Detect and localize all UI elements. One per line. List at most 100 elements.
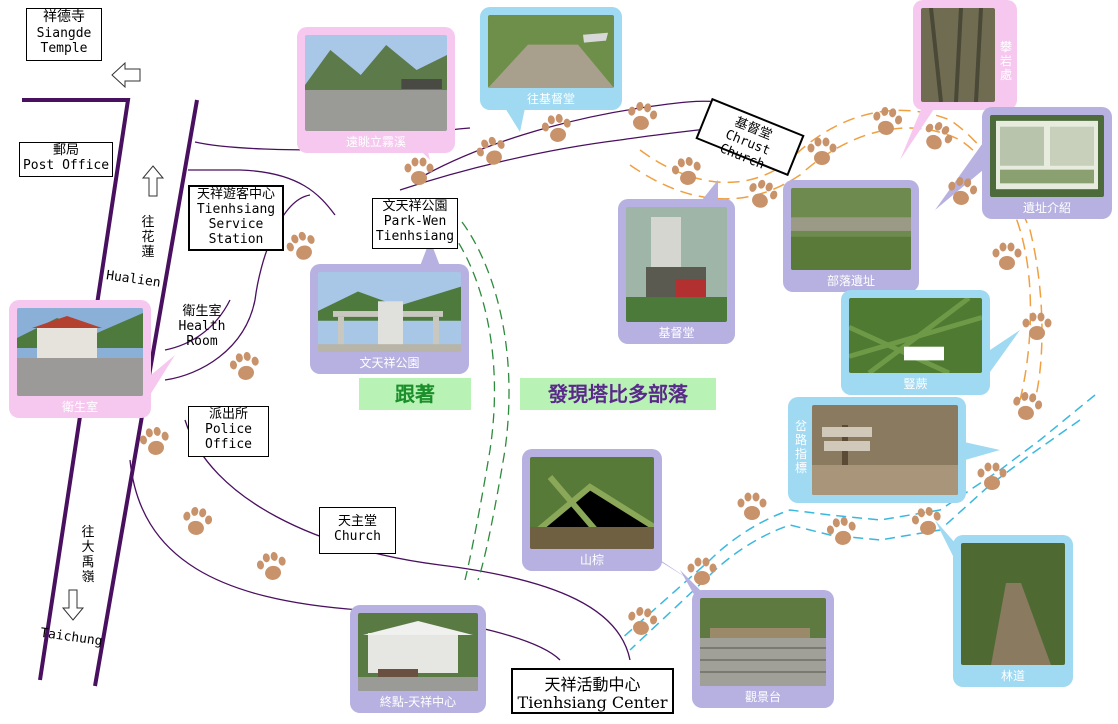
church-en: Church	[334, 529, 381, 544]
service-station-en1: Tienhsiang	[196, 202, 276, 217]
road-park-mid	[399, 124, 741, 191]
callout-p2	[505, 108, 525, 132]
photo-signpost	[812, 405, 958, 495]
callout-p10	[955, 440, 1000, 460]
photo-card-palm: 山棕	[522, 449, 662, 571]
road-health-link	[164, 299, 231, 351]
church-zh: 天主堂	[337, 514, 377, 529]
main-road-west	[22, 98, 131, 681]
photo-card-endpoint: 終點-天祥中心	[350, 605, 486, 713]
paw-print-icon	[470, 130, 514, 174]
label-church: 天主堂 Church	[319, 507, 396, 554]
paw-print-icon	[280, 225, 324, 269]
photo-caption-p13: 觀景台	[744, 690, 781, 704]
paw-print-icon	[622, 602, 661, 641]
photo-caption-p7: 文天祥公園	[359, 356, 420, 370]
center-en: Tienhsiang Center	[517, 693, 668, 712]
photo-card-forest-road: 林道	[953, 535, 1073, 687]
road-lower-curve	[129, 459, 561, 661]
label-service-station: 天祥遊客中心 Tienhsiang Service Station	[188, 185, 284, 251]
photo-caption-p12: 林道	[1000, 669, 1025, 683]
direction-taichung-zh: 往大禹嶺	[81, 525, 95, 585]
paw-print-icon	[914, 114, 960, 160]
photo-card-park: 文天祥公園	[310, 264, 469, 374]
park-en2: Tienhsiang	[375, 229, 455, 244]
paw-print-icon	[252, 547, 291, 586]
label-health-room: 衛生室 Health Room	[174, 304, 230, 352]
road-ring-upper	[188, 169, 336, 216]
paw-print-icon	[1020, 310, 1054, 344]
photo-card-christ-church: 基督堂	[618, 199, 735, 344]
arrow-down-icon	[61, 589, 85, 621]
photo-fern	[849, 298, 982, 373]
label-police-office: 派出所 Police Office	[188, 406, 269, 457]
paw-print-icon	[822, 512, 861, 551]
paw-print-icon	[1007, 387, 1046, 426]
arrow-left-icon	[111, 61, 141, 89]
photo-church-building	[626, 207, 727, 322]
siangde-en1: Siangde	[36, 26, 92, 41]
callout-p5	[698, 180, 718, 205]
police-zh: 派出所	[208, 407, 248, 422]
service-station-zh: 天祥遊客中心	[196, 187, 275, 202]
photo-health-building	[17, 308, 143, 396]
photo-card-fork-sign: 岔路指標	[788, 397, 966, 503]
photo-forest-trail	[961, 543, 1065, 665]
paw-print-icon	[740, 173, 784, 217]
paw-print-icon	[805, 135, 839, 169]
photo-card-climbing: 攀岩處	[913, 0, 1017, 110]
photo-card-tribe-ruins: 部落遺址	[783, 180, 919, 292]
photo-card-overlook-liwu: 遠眺立霧溪	[297, 27, 455, 153]
orange-trail-a	[639, 109, 1043, 401]
photo-rock	[921, 8, 995, 102]
police-en2: Office	[205, 437, 252, 452]
paw-print-icon	[685, 555, 719, 589]
park-zh: 文天祥公園	[382, 199, 448, 214]
orange-trail-b	[629, 127, 1032, 401]
photo-caption-p5: 基督堂	[658, 326, 695, 340]
road-park-top	[424, 100, 721, 176]
label-park: 文天祥公園 Park-Wen Tienhsiang	[372, 198, 458, 249]
health-room-en1: Health	[178, 319, 226, 334]
siangde-en2: Temple	[40, 41, 88, 56]
photo-caption-p10: 岔路指標	[794, 419, 807, 475]
paw-print-icon	[622, 97, 661, 136]
post-office-zh: 郵局	[52, 143, 79, 158]
health-room-zh: 衛生室	[182, 304, 222, 319]
photo-caption-p6: 部落遺址	[826, 274, 875, 288]
paw-print-icon	[402, 155, 436, 189]
direction-hualien-zh: 往花蓮	[141, 215, 155, 260]
callout-p4	[935, 140, 995, 210]
post-office-en: Post Office	[22, 158, 110, 173]
paw-print-icon	[942, 172, 981, 211]
photo-ruins	[791, 188, 911, 270]
banner-discover: 發現塔比多部落	[520, 378, 716, 410]
photo-caption-p8: 衛生室	[61, 400, 98, 414]
photo-card-to-church: 往基督堂	[480, 7, 622, 110]
photo-overlook	[305, 35, 447, 131]
road-station-curve	[164, 194, 311, 381]
service-station-en2: Service	[208, 217, 264, 232]
service-station-en3: Station	[208, 232, 264, 247]
paw-print-icon	[177, 502, 216, 541]
banner-follow: 跟著	[359, 378, 471, 410]
photo-park-monument	[318, 272, 461, 352]
photo-endpoint-building	[358, 613, 478, 691]
callout-p7	[420, 240, 440, 266]
photo-card-health-room: 衛生室	[9, 300, 151, 418]
cyan-trail-b	[629, 419, 1081, 651]
photo-card-viewing-platform: 觀景台	[692, 590, 834, 708]
photo-intro-sign	[990, 115, 1104, 197]
callout-p8	[145, 355, 175, 395]
photo-palm	[530, 457, 654, 549]
photo-card-fern: 豎蕨	[841, 290, 990, 395]
health-room-en2: Room	[186, 334, 218, 349]
cyan-trail-a	[619, 394, 1096, 641]
paw-print-icon	[990, 240, 1024, 274]
photo-platform	[700, 598, 826, 686]
photo-caption-p3: 攀岩處	[999, 40, 1012, 82]
police-en1: Police	[205, 422, 252, 437]
green-trail-a	[461, 221, 510, 581]
photo-card-site-intro: 遺址介紹	[982, 107, 1112, 219]
arrow-up-icon	[141, 165, 165, 197]
